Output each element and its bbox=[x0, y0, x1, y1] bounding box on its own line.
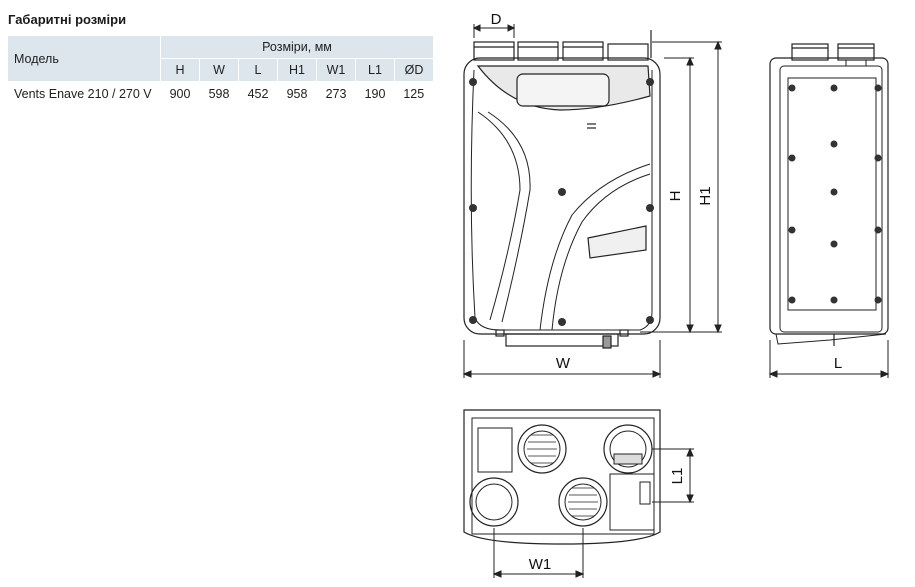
value-cell-h1: 958 bbox=[286, 87, 308, 101]
top-housing bbox=[463, 409, 661, 545]
section-title: Габаритні розміри bbox=[8, 12, 127, 27]
column-header-w: W bbox=[199, 58, 239, 81]
top-spigot-4 bbox=[558, 477, 608, 527]
front-spigot-1 bbox=[473, 41, 515, 61]
dimension-l1 bbox=[652, 447, 694, 504]
label-l: L bbox=[834, 355, 842, 372]
column-header-h: H bbox=[160, 58, 200, 81]
label-l1: L1 bbox=[669, 468, 686, 485]
value-cell-od: 125 bbox=[403, 87, 425, 101]
value-cell-w: 598 bbox=[208, 87, 230, 101]
model-name-cell: Vents Enave 210 / 270 V bbox=[14, 87, 152, 101]
front-control-panel bbox=[516, 73, 610, 107]
side-spigot-1 bbox=[791, 43, 829, 61]
value-cell-l: 452 bbox=[247, 87, 269, 101]
front-condensate-tray bbox=[587, 225, 647, 259]
dimensions-group-header: Розміри, мм bbox=[160, 36, 433, 59]
front-view bbox=[463, 30, 661, 349]
column-header-h1: H1 bbox=[277, 58, 317, 81]
top-view bbox=[463, 409, 661, 545]
dimension-d bbox=[472, 24, 516, 38]
top-spigot-2 bbox=[603, 424, 653, 474]
top-spigot-1 bbox=[517, 424, 567, 474]
label-h1: H1 bbox=[697, 186, 714, 205]
front-spigot-2 bbox=[517, 41, 559, 61]
dimension-h1 bbox=[640, 40, 722, 334]
side-housing bbox=[769, 57, 889, 335]
value-cell-l1: 190 bbox=[364, 87, 386, 101]
value-cell-w1: 273 bbox=[325, 87, 347, 101]
label-h: H bbox=[667, 191, 684, 202]
column-header-od: ØD bbox=[394, 58, 433, 81]
front-drain-block bbox=[505, 333, 619, 347]
top-spigot-3 bbox=[469, 477, 519, 527]
dimension-l bbox=[768, 340, 890, 378]
dimension-w bbox=[462, 340, 662, 378]
side-view bbox=[769, 43, 889, 346]
label-d: D bbox=[491, 11, 502, 28]
column-header-l1: L1 bbox=[355, 58, 395, 81]
value-cell-h: 900 bbox=[169, 87, 191, 101]
model-column-header: Модель bbox=[8, 36, 161, 81]
front-spigot-3 bbox=[562, 41, 604, 61]
side-screws bbox=[788, 84, 882, 304]
side-spigot-2 bbox=[837, 43, 875, 61]
label-w: W bbox=[556, 355, 571, 372]
table-row: Vents Enave 210 / 270 V 900 598 452 958 … bbox=[8, 81, 433, 107]
column-header-w1: W1 bbox=[316, 58, 356, 81]
front-spigot-4 bbox=[607, 43, 649, 61]
column-header-l: L bbox=[238, 58, 278, 81]
dimension-w1 bbox=[492, 528, 585, 578]
front-screws bbox=[469, 78, 654, 326]
label-w1: W1 bbox=[529, 556, 552, 573]
dimensions-table: Модель Розміри, мм H W L H1 W1 L1 ØD Ven… bbox=[8, 36, 433, 107]
